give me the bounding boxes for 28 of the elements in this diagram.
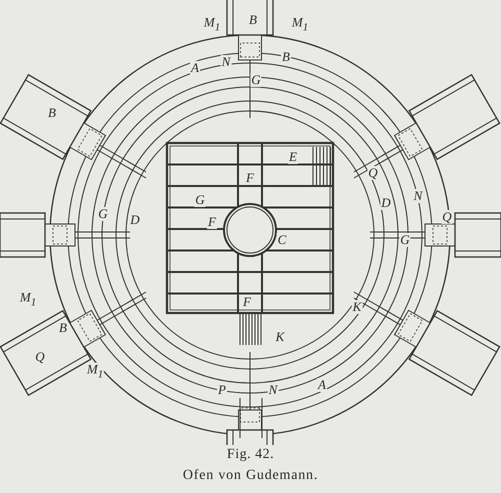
part-letter: D — [129, 213, 141, 227]
part-letter: K — [274, 330, 286, 344]
part-letter: B — [47, 106, 57, 120]
part-letter: D — [380, 196, 392, 210]
part-letter: B — [281, 50, 291, 64]
part-letter: B — [248, 13, 258, 27]
part-letter: A — [190, 61, 200, 75]
part-letter: C — [276, 233, 288, 247]
figure-caption: Ofen von Gudemann. — [182, 468, 320, 484]
part-letter: F — [245, 171, 255, 185]
part-letter: F — [242, 295, 252, 309]
part-letter: G — [250, 73, 262, 87]
part-letter: G — [194, 193, 206, 207]
part-letter: G — [97, 207, 109, 221]
part-letter: G — [399, 233, 411, 247]
part-letter: K — [352, 300, 362, 314]
part-letter: B — [58, 321, 68, 335]
part-letter: Q — [367, 166, 379, 180]
part-letter: N — [220, 55, 232, 69]
part-letter: E — [288, 150, 298, 164]
part-letter: N — [412, 189, 424, 203]
part-letter: P — [217, 383, 227, 397]
part-letter: A — [317, 378, 327, 392]
figure-number: Fig. 42. — [226, 447, 276, 463]
part-letter: N — [268, 383, 278, 397]
part-letter: F — [207, 215, 217, 229]
part-letter: Q — [441, 210, 453, 224]
part-letter: Q — [34, 350, 46, 364]
